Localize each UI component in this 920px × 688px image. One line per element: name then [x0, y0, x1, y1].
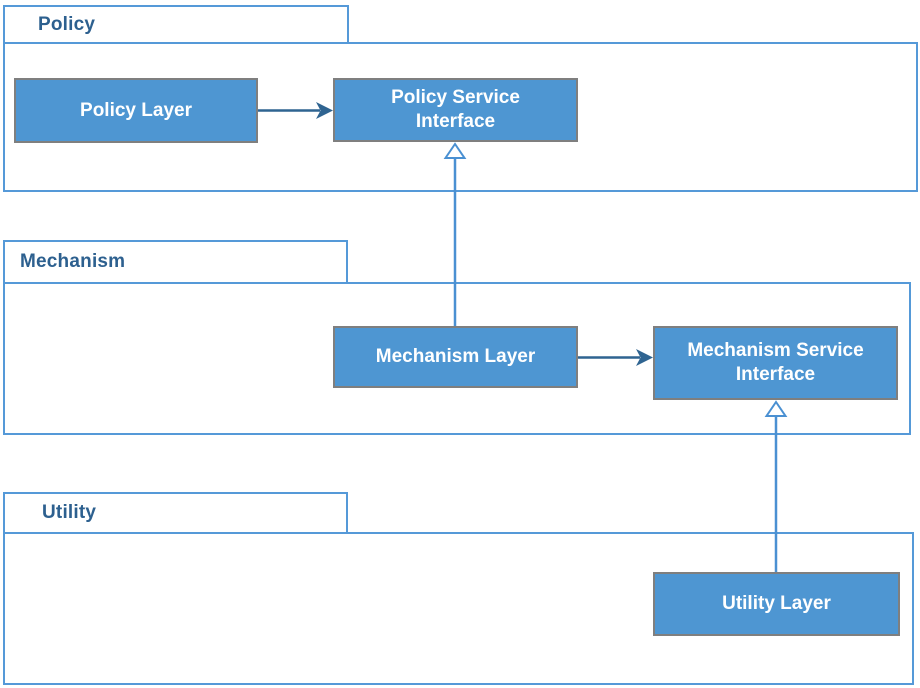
package-tab-mechanism: Mechanism [3, 240, 348, 284]
node-mechanism-service-interface: Mechanism Service Interface [653, 326, 898, 400]
package-title-utility: Utility [42, 502, 97, 523]
node-mechanism-layer: Mechanism Layer [333, 326, 578, 388]
package-title-mechanism: Mechanism [20, 251, 126, 272]
package-title-policy: Policy [38, 13, 96, 35]
node-policy-layer: Policy Layer [14, 78, 258, 143]
package-tab-policy: Policy [3, 5, 349, 44]
package-tab-utility: Utility [3, 492, 348, 534]
node-policy-service-interface: Policy Service Interface [333, 78, 578, 142]
node-utility-layer: Utility Layer [653, 572, 900, 636]
